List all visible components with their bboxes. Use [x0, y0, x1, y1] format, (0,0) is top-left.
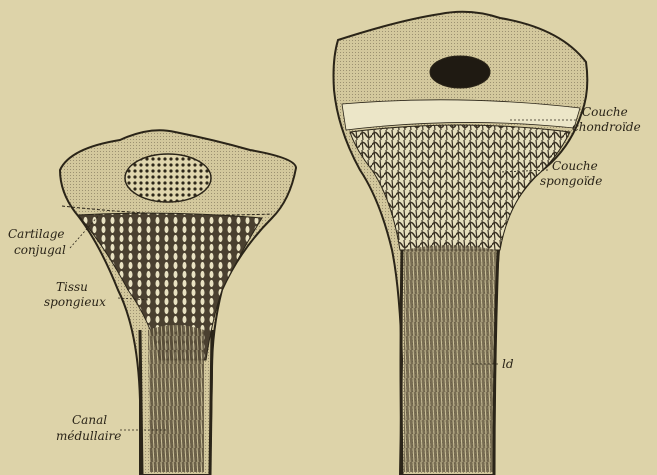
right-ossification-center: [430, 56, 490, 88]
left-cortex-right: [210, 330, 212, 475]
label-ld: ld: [502, 357, 514, 371]
label-couche2-line2: spongoïde: [540, 174, 602, 188]
left-medullary-canal: [148, 325, 204, 472]
left-ossification-center: [125, 154, 211, 202]
label-tissu-line1: Tissu: [56, 280, 88, 294]
label-canal-line2: médullaire: [56, 429, 121, 443]
right-spongy-zone: [350, 125, 570, 250]
label-tissu-line2: spongieux: [44, 295, 106, 309]
label-couche2-line1: Couche: [552, 159, 598, 173]
label-couche1-line1: Couche: [582, 105, 628, 119]
right-bone: [334, 12, 588, 475]
label-cartilage-line1: Cartilage: [8, 227, 65, 241]
label-cartilage-line2: conjugal: [14, 243, 66, 257]
right-shaft: [404, 245, 496, 472]
label-canal-line1: Canal: [72, 413, 107, 427]
left-cortex-left: [140, 330, 142, 475]
right-cortex-left: [401, 250, 402, 475]
label-couche1-line2: chondroïde: [572, 120, 641, 134]
